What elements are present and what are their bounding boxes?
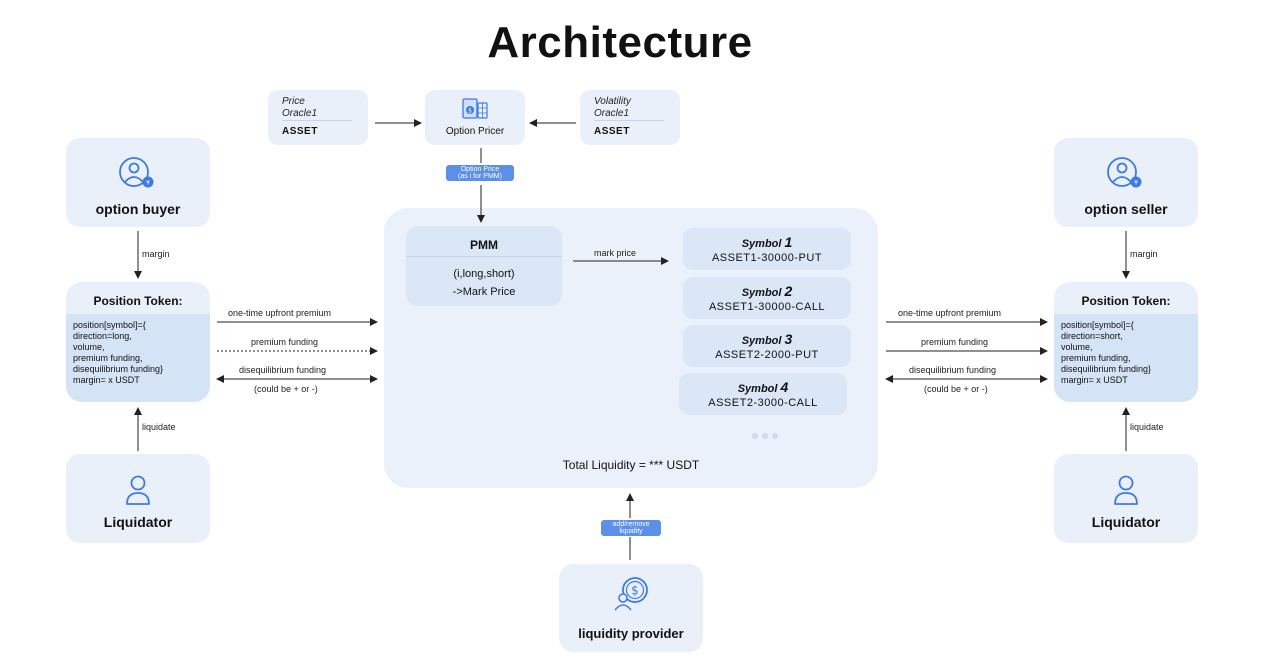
flow-diseq-left: disequilibrium funding bbox=[239, 365, 327, 375]
option-buyer-label: option buyer bbox=[95, 201, 181, 217]
option-price-pill: Option Price (as i for PMM) bbox=[446, 165, 514, 181]
position-token-title: Position Token: bbox=[1081, 294, 1171, 308]
flow-premium-left: premium funding bbox=[251, 337, 319, 347]
option-pricer-box: $ Option Pricer bbox=[425, 90, 525, 145]
flow-premium-right: premium funding bbox=[921, 337, 989, 347]
diagram-title: Architecture bbox=[487, 18, 753, 67]
option-buyer-box: ¥ option buyer bbox=[66, 138, 210, 227]
option-pricer-label: Option Pricer bbox=[445, 126, 505, 137]
option-seller-box: ¥ option seller bbox=[1054, 138, 1198, 227]
symbol-card: Symbol 2 ASSET1-30000-CALL bbox=[683, 277, 851, 319]
mark-price-label: mark price bbox=[594, 248, 637, 258]
liquidity-provider-box: $ liquidity provider bbox=[559, 564, 703, 652]
user-icon bbox=[126, 475, 150, 505]
add-remove-pill-line2: liquidity bbox=[619, 528, 643, 535]
svg-text:$: $ bbox=[631, 584, 639, 598]
pmm-line2: ->Mark Price bbox=[452, 286, 516, 298]
pmm-line1: (i,long,short) bbox=[453, 268, 515, 280]
total-liquidity: Total Liquidity = *** USDT bbox=[562, 458, 700, 472]
option-price-pill-line2: (as i for PMM) bbox=[458, 173, 502, 180]
margin-label-left: margin bbox=[142, 249, 170, 259]
liquidate-label-left: liquidate bbox=[142, 422, 176, 432]
symbol-number: 3 bbox=[784, 331, 793, 347]
symbol-card: Symbol 1 ASSET1-30000-PUT bbox=[683, 228, 851, 270]
flow-diseq-right: disequilibrium funding bbox=[909, 365, 997, 375]
symbol-number: 4 bbox=[780, 379, 789, 395]
user-badge-icon: ¥ bbox=[119, 157, 154, 188]
flow-upfront-right: one-time upfront premium bbox=[898, 308, 1002, 318]
liquidator-right-box: Liquidator bbox=[1054, 454, 1198, 543]
symbol-code: ASSET1-30000-PUT bbox=[711, 252, 823, 264]
symbol-code: ASSET2-2000-PUT bbox=[715, 349, 819, 361]
symbol-number: 2 bbox=[784, 283, 793, 299]
margin-label-right: margin bbox=[1130, 249, 1158, 259]
symbol-label: Symbol bbox=[741, 238, 782, 250]
add-remove-liquidity-pill: add/remove liquidity bbox=[601, 520, 661, 536]
position-token-body: position[symbol]={ direction=long, volum… bbox=[66, 314, 210, 402]
volatility-oracle-divider bbox=[594, 120, 664, 121]
position-token-right: Position Token: position[symbol]={ direc… bbox=[1054, 282, 1198, 402]
price-oracle-name-2: Oracle1 bbox=[282, 108, 318, 119]
symbol-code: ASSET1-30000-CALL bbox=[708, 301, 826, 313]
svg-text:$: $ bbox=[468, 108, 472, 115]
symbol-card: Symbol 4 ASSET2-3000-CALL bbox=[679, 373, 847, 415]
liquidator-label: Liquidator bbox=[1091, 514, 1161, 530]
volatility-oracle-name-2: Oracle1 bbox=[594, 108, 630, 119]
symbol-label: Symbol bbox=[741, 287, 782, 299]
symbol-card: Symbol 3 ASSET2-2000-PUT bbox=[683, 325, 851, 367]
flow-sign-left: (could be + or -) bbox=[254, 384, 318, 394]
flow-upfront-left: one-time upfront premium bbox=[228, 308, 332, 318]
symbol-number: 1 bbox=[784, 234, 793, 250]
pmm-box: PMM (i,long,short) ->Mark Price bbox=[406, 226, 562, 306]
liquidate-label-right: liquidate bbox=[1130, 422, 1164, 432]
symbol-label: Symbol bbox=[737, 383, 778, 395]
symbol-label: Symbol bbox=[741, 335, 782, 347]
position-token-left: Position Token: position[symbol]={ direc… bbox=[66, 282, 210, 402]
position-token-body: position[symbol]={ direction=short, volu… bbox=[1054, 314, 1198, 402]
liquidator-left-box: Liquidator bbox=[66, 454, 210, 543]
pmm-title: PMM bbox=[470, 238, 498, 252]
user-icon bbox=[1114, 475, 1138, 505]
option-price-pill-line1: Option Price bbox=[460, 166, 500, 173]
svg-text:¥: ¥ bbox=[146, 180, 150, 187]
volatility-oracle-asset: ASSET bbox=[594, 126, 630, 137]
flow-sign-right: (could be + or -) bbox=[924, 384, 988, 394]
svg-text:¥: ¥ bbox=[1134, 180, 1138, 187]
coin-user-icon: $ bbox=[614, 577, 648, 611]
price-oracle-asset: ASSET bbox=[282, 126, 318, 137]
price-oracle-divider bbox=[282, 120, 352, 121]
symbol-code: ASSET2-3000-CALL bbox=[708, 397, 818, 409]
user-badge-icon: ¥ bbox=[1107, 157, 1142, 188]
position-token-title: Position Token: bbox=[93, 294, 183, 308]
option-seller-label: option seller bbox=[1084, 201, 1168, 217]
price-oracle-name-1: Price bbox=[282, 96, 305, 107]
add-remove-pill-line1: add/remove bbox=[612, 521, 650, 528]
calculator-icon: $ bbox=[462, 98, 488, 119]
liquidity-provider-label: liquidity provider bbox=[578, 626, 684, 641]
more-symbols-ellipsis bbox=[752, 426, 778, 444]
liquidator-label: Liquidator bbox=[103, 514, 173, 530]
volatility-oracle-name-1: Volatility bbox=[594, 96, 631, 107]
